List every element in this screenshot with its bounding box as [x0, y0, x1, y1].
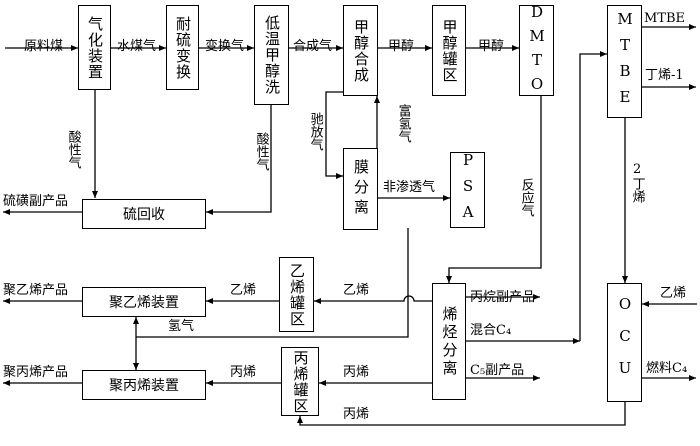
sulfur-tolerant-shift-label: 耐硫变换: [174, 15, 192, 80]
butene1-label: 丁烯-1: [645, 68, 684, 83]
propylene-tank-box: 丙烯罐区: [281, 347, 319, 416]
olefin-separation-label: 烯烃分离: [440, 305, 459, 378]
propylene-label-3: 丙烯: [343, 407, 370, 422]
shift-gas-label: 变换气: [205, 39, 245, 54]
membrane-separation-label: 膜分离: [352, 159, 370, 219]
ethylene-tank-box: 乙烯罐区: [279, 257, 314, 332]
methanol-label-2: 甲醇: [478, 39, 505, 54]
pe-product-label: 聚乙烯产品: [3, 283, 69, 298]
water-gas-label: 水煤气: [117, 39, 157, 54]
ocu-box: OCU: [607, 283, 642, 402]
acid-gas-label-1: 酸性气: [65, 130, 81, 169]
dmto-label: DMTO: [528, 2, 546, 99]
arrow-acid-gas-2: [206, 105, 272, 215]
line-mixed-c4-to-mtbe: [579, 51, 607, 341]
mixed-c4-label: 混合C₄: [470, 323, 512, 338]
mtbe-out-label: MTBE: [644, 11, 686, 26]
arrow-ethylene-to-tank: [314, 295, 432, 304]
rectisol-label: 低温甲醇洗: [263, 15, 281, 95]
arrow-propylene-from-ocu: [297, 402, 626, 426]
arrow-reaction-gas: [446, 96, 542, 283]
pe-unit-box: 聚乙烯装置: [82, 287, 206, 317]
methanol-label-1: 甲醇: [388, 39, 415, 54]
fuel-c4-label: 燃料C₄: [646, 361, 688, 376]
pe-unit-label: 聚乙烯装置: [109, 295, 179, 311]
methanol-synthesis-box: 甲醇合成: [343, 5, 378, 96]
olefin-separation-box: 烯烃分离: [432, 283, 466, 400]
c5-byproduct-label: C₅副产品: [470, 363, 525, 378]
psa-box: PSA: [450, 151, 485, 229]
rectisol-box: 低温甲醇洗: [254, 5, 289, 105]
sulfur-recovery-box: 硫回收: [82, 199, 206, 229]
syngas-label: 合成气: [293, 39, 333, 54]
ethylene-tank-label: 乙烯罐区: [288, 262, 306, 327]
pp-unit-label: 聚丙烯装置: [109, 378, 179, 394]
butene2-label: 2丁烯: [629, 162, 645, 203]
reaction-gas-label: 反应气: [518, 178, 534, 217]
propylene-tank-label: 丙烯罐区: [291, 349, 310, 414]
ocu-label: OCU: [616, 294, 634, 391]
pp-product-label: 聚丙烯产品: [3, 365, 69, 380]
propylene-label-2: 丙烯: [343, 365, 370, 380]
sulfur-byproduct-label: 硫磺副产品: [3, 194, 69, 209]
gasification-box: 气化装置: [78, 5, 111, 90]
line-psa-hydrogen: [136, 228, 409, 338]
h2-rich-gas-label: 富氢气: [395, 104, 411, 143]
membrane-separation-box: 膜分离: [343, 148, 378, 230]
methanol-tank-label: 甲醇罐区: [440, 18, 459, 83]
arrow-purge-gas: [325, 91, 352, 179]
psa-label: PSA: [459, 151, 477, 229]
hydrogen-label: 氢气: [168, 319, 195, 334]
mtbe-box: MTBE: [607, 5, 642, 118]
ethylene-label-2: 乙烯: [343, 283, 370, 298]
ethylene-label-1: 乙烯: [230, 283, 257, 298]
propylene-label-1: 丙烯: [230, 365, 257, 380]
acid-gas-label-2: 酸性气: [253, 132, 269, 171]
methanol-tank-box: 甲醇罐区: [432, 5, 466, 96]
sulfur-tolerant-shift-box: 耐硫变换: [166, 5, 199, 90]
methanol-synthesis-label: 甲醇合成: [352, 18, 370, 83]
gasification-label: 气化装置: [86, 15, 104, 80]
propane-byproduct-label: 丙烷副产品: [470, 290, 536, 305]
dmto-box: DMTO: [519, 2, 554, 99]
ethylene-label-3: 乙烯: [660, 286, 687, 301]
mtbe-label: MTBE: [616, 9, 634, 114]
pp-unit-box: 聚丙烯装置: [82, 370, 206, 400]
non-permeate-label: 非渗透气: [383, 180, 436, 195]
purge-gas-label: 驰放气: [307, 112, 323, 151]
sulfur-recovery-label: 硫回收: [123, 207, 165, 223]
raw-coal-label: 原料煤: [24, 39, 64, 54]
